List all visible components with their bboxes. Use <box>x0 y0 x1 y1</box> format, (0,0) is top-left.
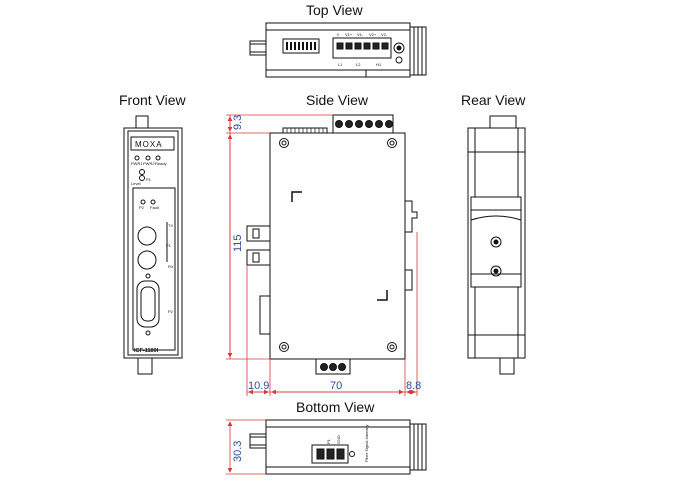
top-bottom-label-2: H1 <box>376 62 382 67</box>
top-bottom-label-0: L1 <box>338 62 343 67</box>
front-port-p2: P2 <box>168 309 174 314</box>
top-view <box>249 22 427 78</box>
bottom-dimensions <box>226 419 266 475</box>
side-view <box>246 114 418 375</box>
bottom-label-fiber: Fiber Signal Intensity <box>364 425 369 462</box>
front-led-pwr1: PWR1 <box>131 161 143 166</box>
dim-width: 70 <box>330 380 342 392</box>
dim-left-margin: 10.9 <box>248 380 269 392</box>
front-tx: TX <box>168 223 173 228</box>
bottom-labels: P1 GND Fiber Signal Intensity <box>326 425 369 462</box>
top-term-label-4: V2- <box>381 32 388 37</box>
front-view-title: Front View <box>119 92 186 108</box>
front-led-ready: Ready <box>155 161 167 166</box>
rear-view <box>467 115 526 375</box>
bottom-view-title: Bottom View <box>296 399 375 415</box>
top-bottom-label-1: L2 <box>356 62 361 67</box>
top-term-label-0: ⏚ <box>336 31 340 37</box>
dip-switch <box>282 38 320 54</box>
bottom-view <box>249 419 427 475</box>
front-port-p1: P1 <box>166 243 172 248</box>
front-brand: MOXA <box>135 140 163 149</box>
front-rx: RX <box>168 264 174 269</box>
front-view <box>123 115 183 375</box>
front-labels: MOXA PWR1 PWR2 Ready Level P1 P2 Fault T… <box>131 140 174 354</box>
side-dimension-labels: 9.3 115 10.9 70 8.8 <box>232 115 421 392</box>
rear-view-title: Rear View <box>461 92 526 108</box>
top-term-label-3: V2+ <box>369 32 377 37</box>
dim-height: 115 <box>232 234 244 252</box>
bottom-label-p1: P1 <box>326 438 331 444</box>
bottom-label-gnd: GND <box>336 435 341 444</box>
side-view-title: Side View <box>306 92 369 108</box>
front-level: Level <box>131 181 141 186</box>
dim-right-margin: 8.8 <box>406 380 421 392</box>
front-model: ICF-1180I <box>134 348 159 354</box>
dim-depth: 30.3 <box>232 441 244 462</box>
front-p2: P2 <box>139 205 145 210</box>
side-dimensions <box>226 114 418 396</box>
front-led-pwr2: PWR2 <box>143 161 155 166</box>
top-term-label-2: V1- <box>357 32 364 37</box>
top-terminal-labels: ⏚ V1+ V1- V2+ V2- L1 L2 H1 <box>336 31 388 67</box>
top-term-label-1: V1+ <box>345 32 353 37</box>
top-view-title: Top View <box>306 2 363 18</box>
front-p1: P1 <box>146 177 152 182</box>
dim-top-margin: 9.3 <box>232 115 244 130</box>
front-fault: Fault <box>150 205 160 210</box>
